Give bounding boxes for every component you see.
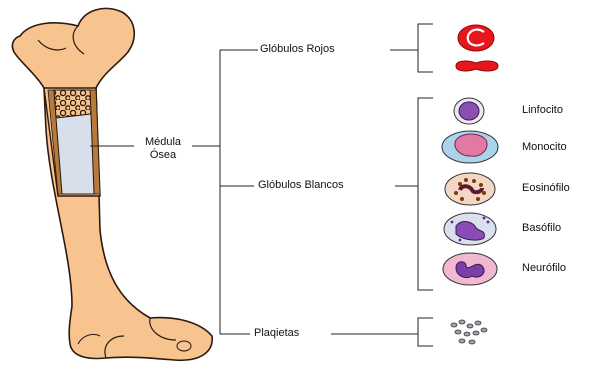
platelets-cluster [451,320,487,344]
medula-label-line1: Médula [134,136,192,149]
neurofilo-label: Neurófilo [522,262,566,275]
lymphocyte-cell [454,98,484,124]
basofilo-label: Basófilo [522,222,561,235]
red-cell-top-view [458,25,494,51]
monocyte-cell [442,131,498,163]
neutrophil-cell [443,253,497,285]
plaquetas-label: Plaqietas [254,327,299,340]
red-cell-side-view [456,61,498,71]
red-blood-cells [456,25,498,71]
spongy-bone [54,90,91,118]
globulos-rojos-label: Glóbulos Rojos [260,43,335,56]
globulos-blancos-label: Glóbulos Blancos [258,179,344,192]
femur-bone [12,8,212,360]
monocito-label: Monocito [522,141,567,154]
eosinophil-cell [445,173,495,205]
white-blood-cells [442,98,498,285]
medula-osea-label: Médula Ósea [134,136,192,162]
basophil-cell [444,213,496,245]
marrow-cavity [56,114,94,194]
femur-outline [12,8,212,360]
eosinofilo-label: Eosinófilo [522,182,570,195]
medula-label-line2: Ósea [134,149,192,162]
linfocito-label: Linfocito [522,104,563,117]
